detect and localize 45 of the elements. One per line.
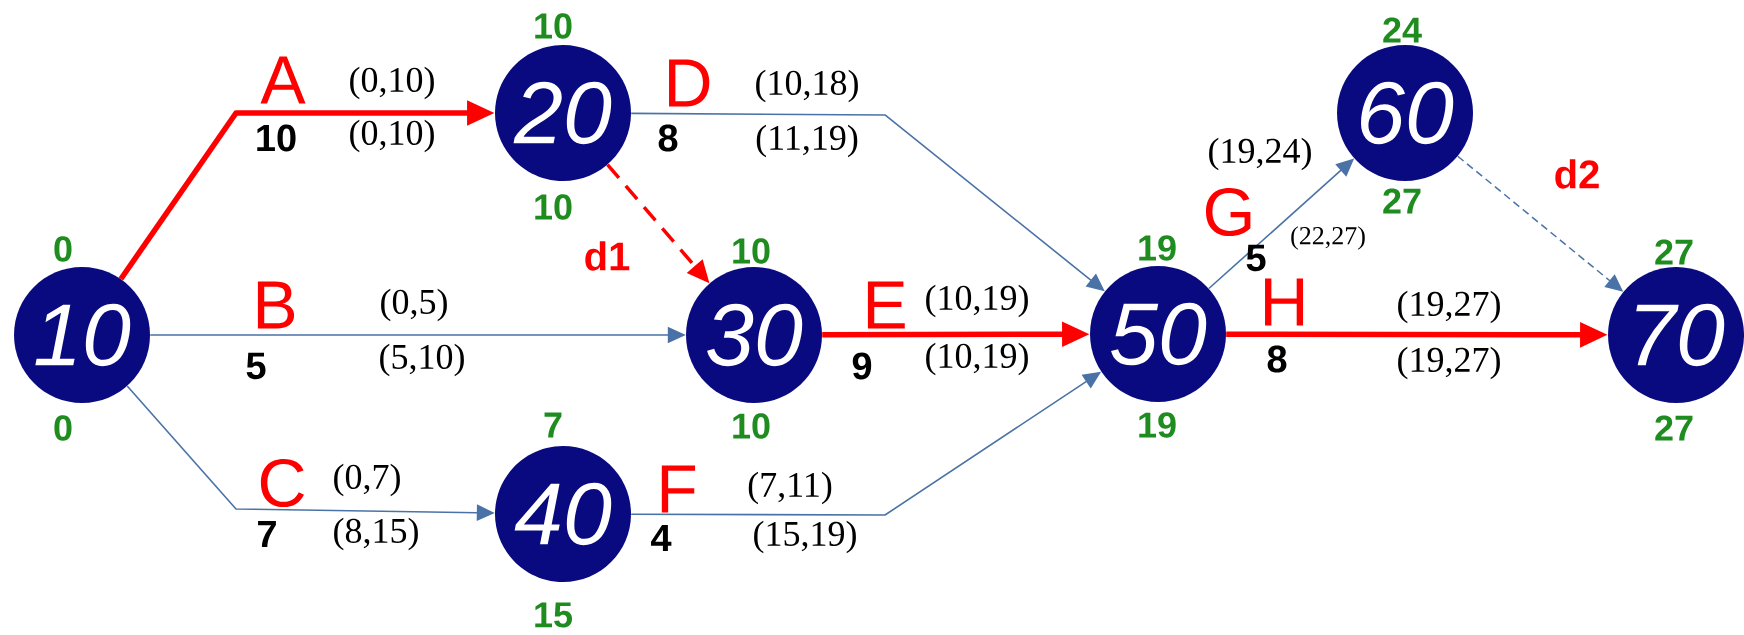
time-pair: (10,19) (926, 284, 1028, 318)
event-time: 10 (535, 13, 572, 39)
duration-label: 8 (658, 124, 678, 152)
time-pair: (7,11) (748, 471, 832, 505)
event-time: 27 (1655, 239, 1693, 265)
event-time: 19 (1139, 235, 1176, 261)
duration-label: 9 (852, 352, 872, 380)
time-pair: (11,19) (756, 124, 858, 158)
event-time: 0 (54, 415, 72, 441)
activity-label: H (1265, 278, 1304, 326)
activity-label: d2 (1555, 159, 1599, 189)
event-time: 27 (1383, 188, 1421, 214)
event-time: 19 (1139, 412, 1176, 438)
time-pair: (10,19) (926, 342, 1028, 376)
duration-label: 7 (258, 520, 276, 548)
activity-label: C (260, 458, 304, 508)
event-time: 0 (54, 236, 72, 262)
duration-label: 10 (257, 124, 296, 152)
time-pair: (8,15) (334, 517, 418, 551)
activity-label: E (867, 281, 905, 329)
activity-label: A (260, 56, 306, 104)
time-pair: (22,27) (1291, 226, 1365, 250)
duration-label: 5 (1246, 244, 1266, 272)
activity-label: B (257, 281, 295, 329)
duration-label: 5 (246, 352, 266, 380)
activity-label: F (661, 465, 696, 513)
time-pair: (10,18) (756, 69, 858, 103)
event-time: 27 (1655, 415, 1693, 441)
duration-label: 8 (1267, 345, 1287, 373)
time-pair: (0,10) (350, 119, 434, 153)
time-pair: (15,19) (754, 520, 856, 554)
event-time: 24 (1383, 17, 1422, 43)
event-time: 10 (733, 413, 770, 439)
time-pair: (0,5) (381, 288, 447, 322)
event-time: 10 (733, 238, 770, 264)
time-pair: (19,27) (1398, 346, 1500, 380)
activity-label: D (669, 59, 710, 107)
event-time: 7 (544, 412, 562, 438)
time-pair: (19,27) (1398, 290, 1500, 324)
event-time: 10 (535, 194, 572, 220)
activity-label: G (1206, 187, 1251, 237)
duration-label: 4 (651, 524, 672, 552)
time-pair: (0,7) (334, 463, 400, 497)
activity-label: d1 (585, 241, 630, 271)
event-time: 15 (535, 602, 572, 628)
